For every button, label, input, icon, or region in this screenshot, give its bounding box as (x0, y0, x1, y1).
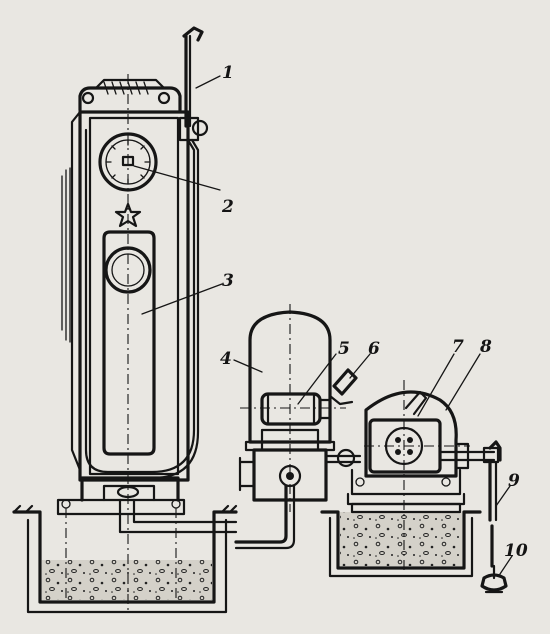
filter (260, 392, 332, 426)
dispenser-foundation (12, 498, 238, 614)
label-1: 1 (222, 63, 234, 83)
leader-lines (133, 75, 513, 575)
dispenser-window (102, 230, 156, 456)
label-7: 7 (452, 337, 464, 357)
dispenser (12, 26, 238, 614)
callout-labels: 1 2 3 4 5 6 7 8 9 10 (220, 63, 528, 561)
label-5: 5 (338, 339, 350, 359)
label-10: 10 (504, 541, 528, 561)
label-8: 8 (479, 337, 492, 357)
pump-lower-body (238, 428, 328, 502)
flow-meter-gauge (98, 132, 158, 192)
dispenser-hose (84, 128, 196, 474)
air-separator-tank (240, 304, 346, 512)
label-4: 4 (220, 349, 232, 369)
nozzle-rod (178, 26, 209, 142)
pump-foundation (320, 502, 482, 578)
star-icon (114, 202, 142, 228)
label-3: 3 (222, 271, 234, 291)
dispenser-base (80, 476, 180, 502)
label-6: 6 (368, 339, 380, 359)
label-2: 2 (221, 197, 234, 217)
valve (328, 368, 358, 406)
dispenser-cap (78, 78, 182, 112)
label-9: 9 (508, 471, 520, 491)
hand-lever (480, 440, 508, 594)
dispenser-column (61, 110, 190, 482)
pump-unit (234, 304, 508, 594)
